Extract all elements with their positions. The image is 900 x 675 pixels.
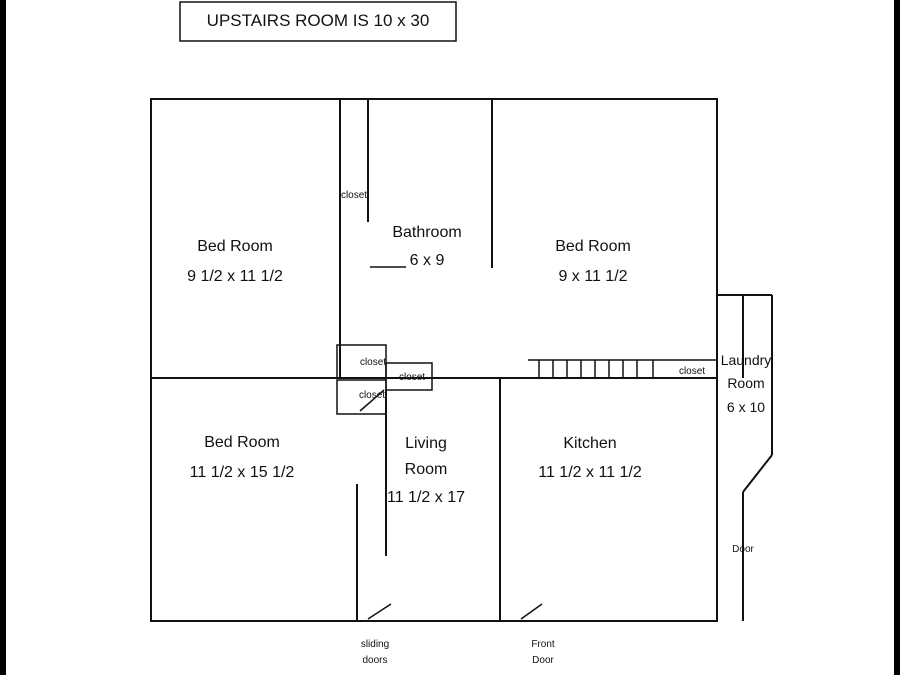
living-room-size: 11 1/2 x 17 xyxy=(387,489,465,506)
laundry-name-line2: Room xyxy=(727,375,764,391)
closet-label-mid-left: closet xyxy=(360,357,386,368)
floor-plan-page: UPSTAIRS ROOM IS 10 x 30 Bed Room 9 1 xyxy=(6,0,894,675)
sliding-doors-label-line2: doors xyxy=(362,655,387,666)
sliding-doors-label-line1: sliding xyxy=(361,639,389,650)
front-door-label-line1: Front xyxy=(531,639,555,650)
closet-label-mid-center: closet xyxy=(399,372,425,383)
diagram-title: UPSTAIRS ROOM IS 10 x 30 xyxy=(207,11,430,30)
bedroom-top-right-size: 9 x 11 1/2 xyxy=(558,268,627,285)
stair-treads xyxy=(538,360,654,378)
bedroom-bottom-left-size: 11 1/2 x 15 1/2 xyxy=(190,464,295,481)
closet-label-right: closet xyxy=(679,366,705,377)
laundry-angled-wall xyxy=(742,454,773,493)
kitchen-size: 11 1/2 x 11 1/2 xyxy=(538,464,642,481)
living-room-name-line2: Room xyxy=(405,461,448,478)
front-door-swing xyxy=(520,603,543,620)
kitchen-name: Kitchen xyxy=(563,435,616,452)
sliding-door-swing xyxy=(367,603,392,620)
closet-label-lower-left: closet xyxy=(359,390,385,401)
laundry-size: 6 x 10 xyxy=(727,399,765,415)
side-door-label: Door xyxy=(732,544,754,555)
closet-box-mid-center xyxy=(385,362,433,391)
floor-plan-diagram: UPSTAIRS ROOM IS 10 x 30 Bed Room 9 1 xyxy=(150,1,773,666)
closet-label-top: closet xyxy=(341,190,367,201)
laundry-name-line1: Laundry xyxy=(721,352,772,368)
living-room-name-line1: Living xyxy=(405,435,447,452)
closet-box-mid-left xyxy=(336,344,387,379)
closet-door-swing xyxy=(359,389,385,412)
bathroom-size: 6 x 9 xyxy=(410,252,445,269)
bedroom-top-left-name: Bed Room xyxy=(197,238,273,255)
title-box xyxy=(179,1,457,42)
bathroom-name: Bathroom xyxy=(392,224,461,241)
bedroom-bottom-left-name: Bed Room xyxy=(204,434,280,451)
bedroom-top-right-name: Bed Room xyxy=(555,238,631,255)
front-door-label-line2: Door xyxy=(532,655,554,666)
bedroom-top-left-size: 9 1/2 x 11 1/2 xyxy=(187,268,283,285)
